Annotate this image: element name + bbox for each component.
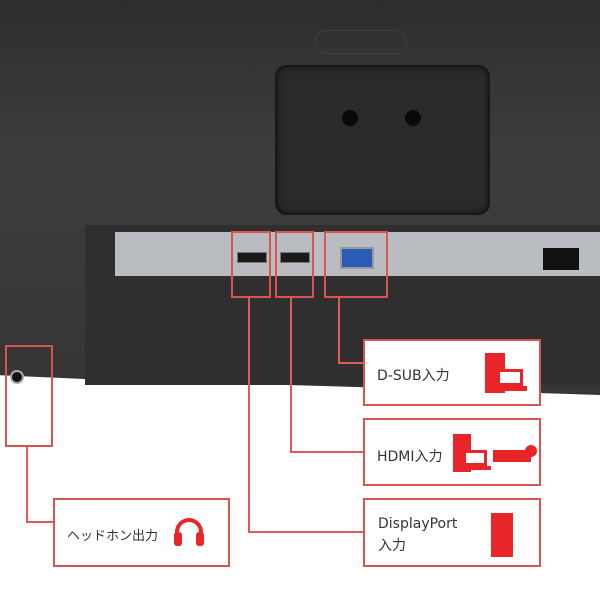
displayport-label-line2: 入力: [378, 538, 406, 554]
displayport-callout: DisplayPort 入力: [363, 498, 541, 567]
dsub-label: D-SUB入力: [377, 368, 450, 384]
vesa-plate: [275, 65, 490, 215]
headphone-callout: ヘッドホン出力: [53, 498, 230, 567]
headphone-leader: [26, 521, 54, 523]
headphone-label: ヘッドホン出力: [67, 529, 159, 544]
pc-tower-icon: [491, 513, 513, 557]
power-port: [543, 248, 579, 270]
dsub-leader: [338, 362, 364, 364]
dp-leader: [248, 531, 364, 533]
displayport-port: [237, 252, 267, 263]
dp-leader: [248, 298, 250, 533]
hdmi-leader: [290, 298, 292, 453]
dsub-highlight: [324, 231, 388, 298]
displayport-label-line1: DisplayPort: [378, 516, 458, 532]
vesa-hole: [405, 110, 421, 126]
lg-logo: [315, 30, 407, 54]
hdmi-leader: [290, 451, 364, 453]
vesa-hole: [342, 110, 358, 126]
headphone-jack: [10, 370, 24, 384]
hdmi-port: [280, 252, 310, 263]
displayport-highlight: [231, 231, 271, 298]
headphone-leader: [26, 447, 28, 523]
dsub-leader: [338, 298, 340, 364]
hdmi-callout: HDMI入力: [363, 418, 541, 486]
hdmi-label: HDMI入力: [377, 449, 443, 465]
dsub-callout: D-SUB入力: [363, 339, 541, 406]
hdmi-highlight: [275, 231, 314, 298]
dsub-port: [340, 247, 374, 269]
headphone-highlight: [5, 345, 53, 447]
